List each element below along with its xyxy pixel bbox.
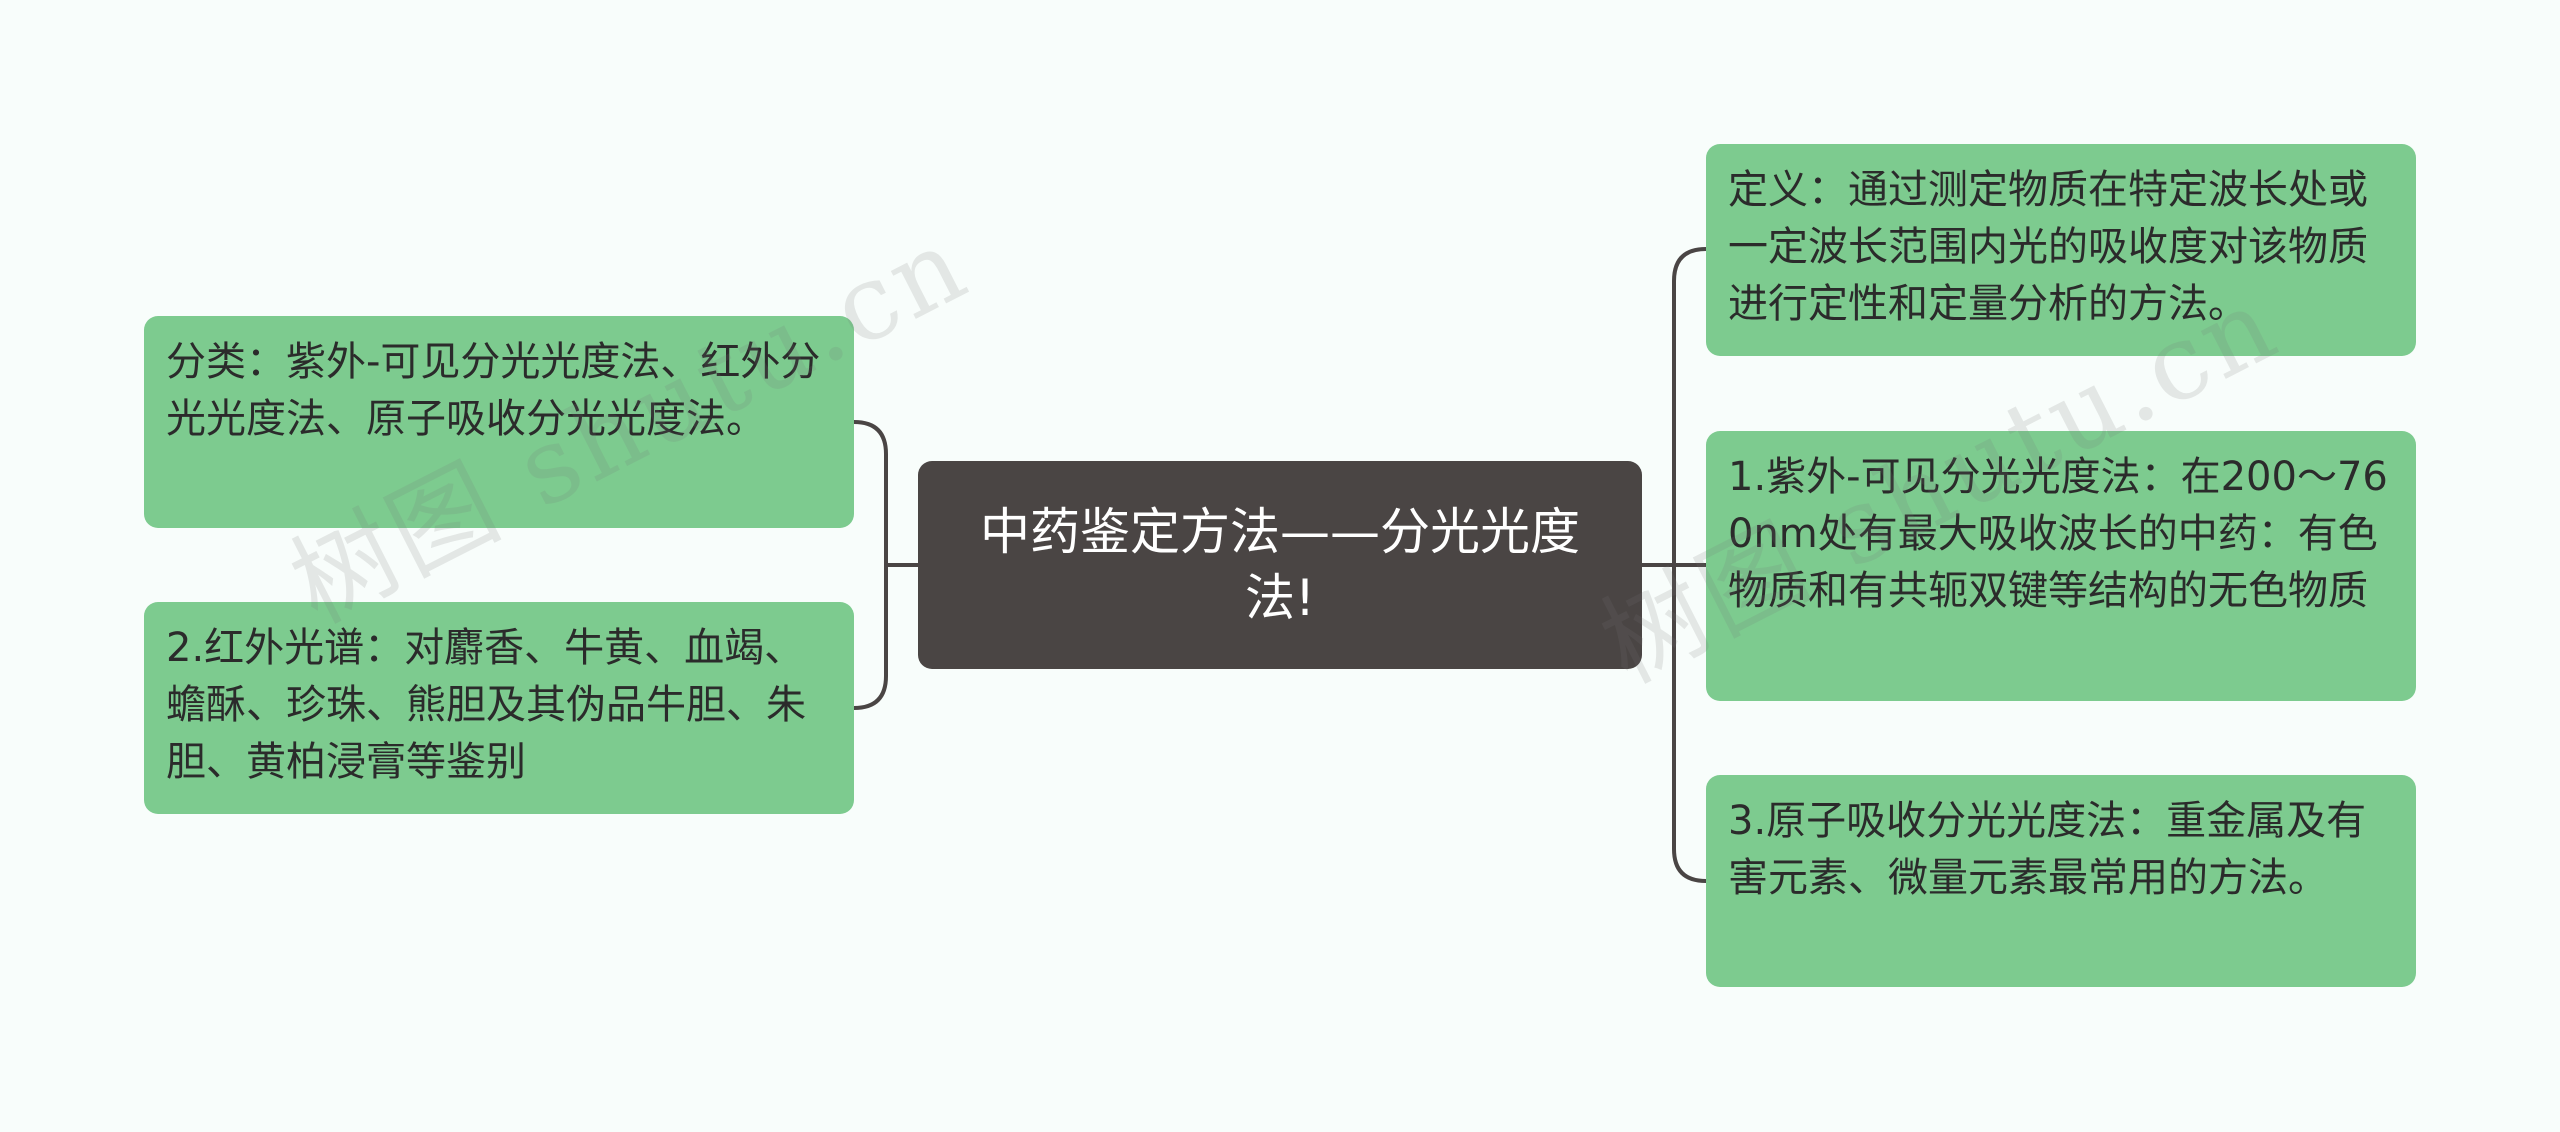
left-topic-classification-label: 分类：紫外-可见分光光度法、红外分光光度法、原子吸收分光光度法。 — [166, 339, 821, 442]
right-topic-uv-visible-label: 1.紫外-可见分光光度法：在200～760nm处有最大吸收波长的中药：有色物质和… — [1728, 454, 2388, 614]
right-topic-atomic-absorption[interactable]: 3.原子吸收分光光度法：重金属及有害元素、微量元素最常用的方法。 — [1706, 775, 2416, 987]
root-topic[interactable]: 中药鉴定方法——分光光度法! — [918, 461, 1642, 669]
right-topic-definition[interactable]: 定义：通过测定物质在特定波长处或一定波长范围内光的吸收度对该物质进行定性和定量分… — [1706, 144, 2416, 356]
right-topic-uv-visible[interactable]: 1.紫外-可见分光光度法：在200～760nm处有最大吸收波长的中药：有色物质和… — [1706, 431, 2416, 701]
connector-left-spine — [852, 420, 888, 710]
left-topic-infrared[interactable]: 2.红外光谱：对麝香、牛黄、血竭、蟾酥、珍珠、熊胆及其伪品牛胆、朱胆、黄柏浸膏等… — [144, 602, 854, 814]
left-topic-classification[interactable]: 分类：紫外-可见分光光度法、红外分光光度法、原子吸收分光光度法。 — [144, 316, 854, 528]
right-topic-definition-label: 定义：通过测定物质在特定波长处或一定波长范围内光的吸收度对该物质进行定性和定量分… — [1728, 167, 2368, 327]
root-topic-label: 中药鉴定方法——分光光度法! — [980, 503, 1580, 627]
left-topic-infrared-label: 2.红外光谱：对麝香、牛黄、血竭、蟾酥、珍珠、熊胆及其伪品牛胆、朱胆、黄柏浸膏等… — [166, 625, 806, 785]
right-topic-atomic-absorption-label: 3.原子吸收分光光度法：重金属及有害元素、微量元素最常用的方法。 — [1728, 798, 2367, 901]
